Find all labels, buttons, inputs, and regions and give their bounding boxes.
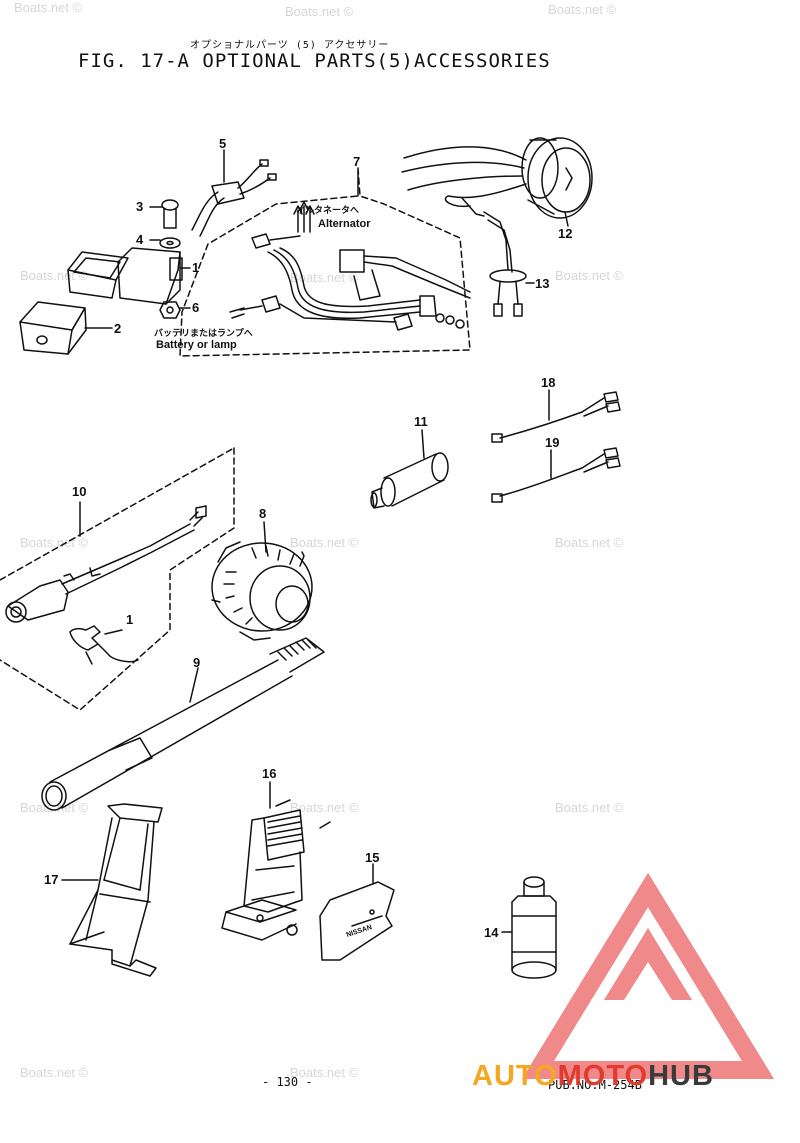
watermark: Boats.net ©: [290, 800, 359, 815]
watermark: Boats.net ©: [555, 535, 624, 550]
part-14-spray-can: [511, 876, 557, 979]
part-11-cylinder: [370, 452, 449, 509]
callout-part-17: 17: [44, 872, 59, 887]
part-16-cart: [221, 799, 331, 941]
callout-part-2: 2: [114, 321, 122, 336]
watermark: Boats.net ©: [14, 0, 83, 15]
alternator-label: Alternator: [318, 218, 371, 230]
callout-part-9: 9: [193, 655, 201, 670]
battery-japanese-label: バッテリまたはランプへ: [154, 328, 253, 338]
watermark: Boats.net ©: [20, 1065, 89, 1080]
callout-part-15: 15: [365, 850, 380, 865]
part-17-stand: [69, 803, 163, 977]
part-15-label-plate: [319, 881, 395, 961]
part-10-ignition-switch: [5, 505, 207, 623]
part-5-wire-grommet: [191, 159, 277, 237]
part-19-cord: [491, 447, 621, 503]
watermark: Boats.net ©: [555, 268, 624, 283]
callout-part-1: 1: [192, 260, 200, 275]
watermark: Boats.net ©: [290, 535, 359, 550]
callout-part-1-key: 1: [126, 612, 134, 627]
publication-number: PUB.NO.M-254B: [548, 1078, 642, 1092]
automotohub-logo: AUTOMOTOHUB: [472, 1060, 714, 1093]
callout-part-3: 3: [136, 199, 144, 214]
part-1-key: [69, 625, 139, 665]
japanese-figure-title: オプショナルパーツ (5) アクセサリー: [190, 40, 390, 51]
figure-title: FIG. 17-A OPTIONAL PARTS(5)ACCESSORIES: [78, 50, 551, 72]
callout-part-19: 19: [545, 435, 560, 450]
callout-part-11: 11: [414, 414, 428, 429]
callout-part-6: 6: [192, 300, 200, 315]
alternator-japanese-label: オルタネータへ: [296, 205, 360, 215]
watermark: Boats.net ©: [290, 270, 359, 285]
part-4-washer: [159, 237, 181, 249]
callout-part-4: 4: [136, 232, 144, 247]
part-8-prop-guard: [211, 541, 313, 641]
watermark: Boats.net ©: [285, 4, 354, 19]
callout-part-8: 8: [259, 506, 267, 521]
watermark: Boats.net ©: [20, 535, 89, 550]
callout-part-5: 5: [219, 136, 227, 151]
battery-lamp-label: Battery or lamp: [156, 339, 237, 351]
callout-part-13: 13: [535, 276, 550, 291]
automotohub-logo-triangle: [521, 872, 775, 1079]
watermark: Boats.net ©: [20, 268, 89, 283]
part-13-wire-grommet: [461, 197, 527, 317]
watermark: Boats.net ©: [548, 2, 617, 17]
callout-part-12: 12: [558, 226, 573, 241]
part-1-switch-unit: [67, 247, 183, 305]
watermark: Boats.net ©: [20, 800, 89, 815]
watermark: Boats.net ©: [555, 800, 624, 815]
part-9-tiller-extension: [41, 637, 325, 811]
callout-part-7: 7: [353, 154, 361, 169]
part-2-switch-cover: [19, 301, 87, 355]
part-7-wiring-harness: [229, 201, 471, 331]
logo-auto-text: AUTO: [472, 1060, 558, 1092]
logo-hub-text: HUB: [648, 1060, 714, 1092]
part-3-screw: [161, 199, 179, 229]
callout-part-10: 10: [72, 484, 87, 499]
page-number: - 130 -: [262, 1075, 313, 1089]
part-12-gauge: [401, 137, 593, 219]
part-18-cord: [491, 391, 621, 443]
watermark: Boats.net ©: [290, 1065, 359, 1080]
part-6-nut: [159, 301, 181, 319]
callout-part-16: 16: [262, 766, 277, 781]
callout-part-18: 18: [541, 375, 556, 390]
callout-part-14: 14: [484, 925, 499, 940]
logo-moto-text: MOTO: [557, 1060, 649, 1092]
